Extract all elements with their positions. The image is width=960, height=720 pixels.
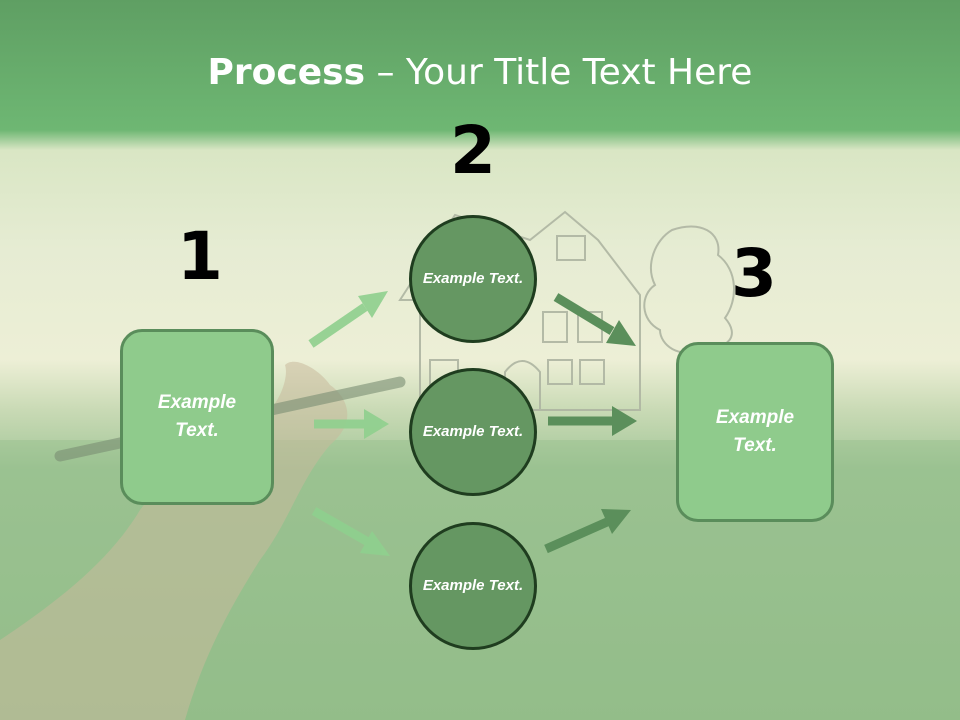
arrow-to-top-circle bbox=[308, 291, 388, 348]
arrow-top-to-step-3 bbox=[553, 293, 636, 346]
step-3-box[interactable]: Example Text. bbox=[676, 342, 834, 522]
arrow-bottom-to-step-3 bbox=[544, 509, 631, 554]
step-2-bottom-label: Example Text. bbox=[422, 576, 524, 594]
step-2-circle-bottom[interactable]: Example Text. bbox=[409, 522, 537, 650]
title-rest: – Your Title Text Here bbox=[365, 52, 753, 93]
step-number-1: 1 bbox=[177, 218, 223, 295]
title-bold: Process bbox=[207, 52, 366, 93]
step-number-2: 2 bbox=[450, 112, 496, 189]
step-number-3: 3 bbox=[731, 235, 777, 312]
step-3-label: Example Text. bbox=[715, 406, 795, 457]
step-1-label: Example Text. bbox=[157, 391, 237, 442]
step-2-middle-label: Example Text. bbox=[422, 422, 524, 440]
step-1-box[interactable]: Example Text. bbox=[120, 329, 274, 505]
step-2-top-label: Example Text. bbox=[422, 269, 524, 287]
step-2-circle-middle[interactable]: Example Text. bbox=[409, 368, 537, 496]
arrow-to-middle-circle bbox=[314, 409, 389, 439]
arrow-middle-to-step-3 bbox=[548, 406, 637, 436]
arrow-to-bottom-circle bbox=[311, 507, 390, 556]
slide-title: Process – Your Title Text Here bbox=[0, 52, 960, 93]
step-2-circle-top[interactable]: Example Text. bbox=[409, 215, 537, 343]
